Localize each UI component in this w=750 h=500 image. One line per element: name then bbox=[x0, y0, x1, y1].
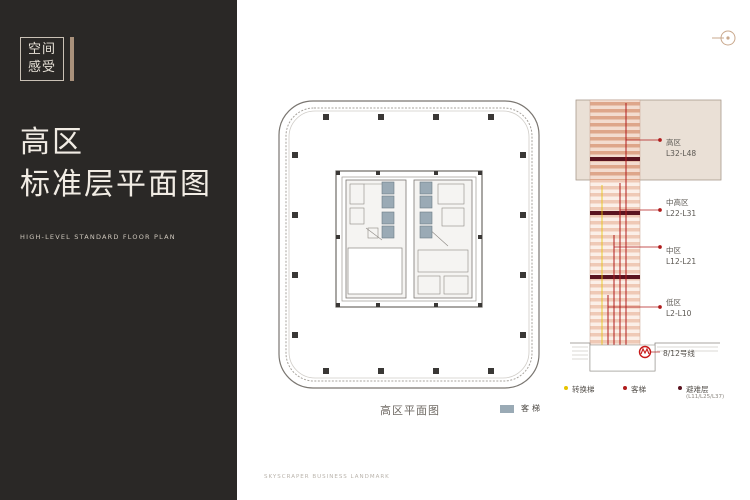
refuge-floor-legend: 避难层 bbox=[686, 385, 709, 394]
tower-section-diagram bbox=[570, 99, 722, 372]
section-tag-line2: 感受 bbox=[27, 60, 56, 75]
floor-plan-drawing bbox=[278, 100, 540, 389]
page-title-line2: 标准层平面图 bbox=[20, 167, 212, 202]
section-tag: 空间 感受 bbox=[20, 37, 64, 81]
zone-label-mid-high: 中高区 L22-L31 bbox=[666, 198, 697, 218]
zone-label-high: 高区 L32-L48 bbox=[666, 138, 697, 158]
page-title-line1: 高区 bbox=[20, 125, 84, 160]
metro-line-label: 8/12号线 bbox=[663, 349, 695, 358]
footer-tagline: SKYSCRAPER BUSINESS LANDMARK bbox=[264, 474, 390, 480]
left-title-panel: 空间 感受 高区 标准层平面图 HIGH-LEVEL STANDARD FLOO… bbox=[0, 0, 237, 500]
passenger-elevator-dot bbox=[623, 386, 627, 390]
passenger-elevator-tower-legend: 客梯 bbox=[631, 385, 646, 394]
passenger-elevator-swatch bbox=[500, 405, 514, 413]
brand-mark-icon bbox=[712, 30, 736, 46]
transfer-elevator-dot bbox=[564, 386, 568, 390]
refuge-floor-levels: (L11/L25/L37) bbox=[686, 394, 725, 400]
zone-label-mid: 中区 L12-L21 bbox=[666, 246, 697, 266]
passenger-elevator-legend-label: 客梯 bbox=[521, 404, 543, 413]
transfer-elevator-legend: 转换梯 bbox=[572, 385, 595, 394]
refuge-floor-dot bbox=[678, 386, 682, 390]
page-subtitle-en: HIGH-LEVEL STANDARD FLOOR PLAN bbox=[20, 233, 176, 241]
zone-label-low: 低区 L2-L10 bbox=[666, 298, 692, 318]
section-tag-accent-bar bbox=[70, 37, 74, 81]
section-tag-line1: 空间 bbox=[27, 42, 56, 57]
page-title: 高区 标准层平面图 bbox=[20, 122, 212, 206]
floor-plan-caption: 高区平面图 bbox=[380, 404, 440, 417]
